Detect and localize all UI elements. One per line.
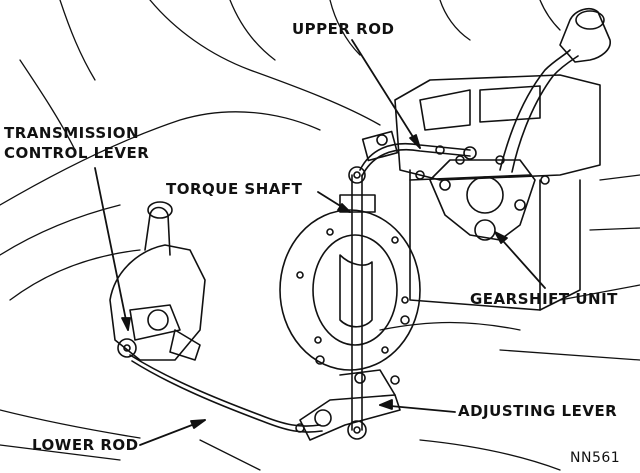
label-upper-rod: UPPER ROD [292, 20, 395, 38]
leader-upper-rod [351, 39, 421, 149]
arrow-lower-rod [190, 419, 206, 429]
transmission-control-lever [109, 201, 206, 361]
fastener-details [315, 170, 550, 385]
arrow-torque-shaft [337, 203, 351, 213]
floor-seal-plate [279, 209, 421, 371]
leader-transmission-control-lever [94, 167, 129, 331]
arrow-adjusting-lever [379, 399, 393, 410]
label-lower-rod: LOWER ROD [32, 436, 139, 454]
upper-rod [359, 130, 477, 177]
callout-leaders [94, 39, 546, 446]
arrow-upper-rod [409, 134, 421, 149]
label-adjusting-lever: ADJUSTING LEVER [458, 402, 618, 420]
label-transmission-line1: TRANSMISSION [4, 124, 140, 142]
arrow-transmission-control-lever [121, 317, 131, 331]
label-torque-shaft: TORQUE SHAFT [166, 180, 303, 198]
gearshift-unit-bracket [429, 155, 536, 241]
lower-rod [129, 354, 323, 433]
console-housing [394, 74, 601, 311]
figure-code: NN561 [570, 450, 621, 466]
gearshift-lever [499, 8, 611, 173]
label-gearshift-unit: GEARSHIFT UNIT [470, 290, 618, 308]
torque-shaft [339, 166, 376, 431]
arrow-gearshift-unit [494, 231, 508, 244]
adjusting-lever [299, 369, 401, 441]
label-control-lever-line2: CONTROL LEVER [4, 144, 150, 162]
